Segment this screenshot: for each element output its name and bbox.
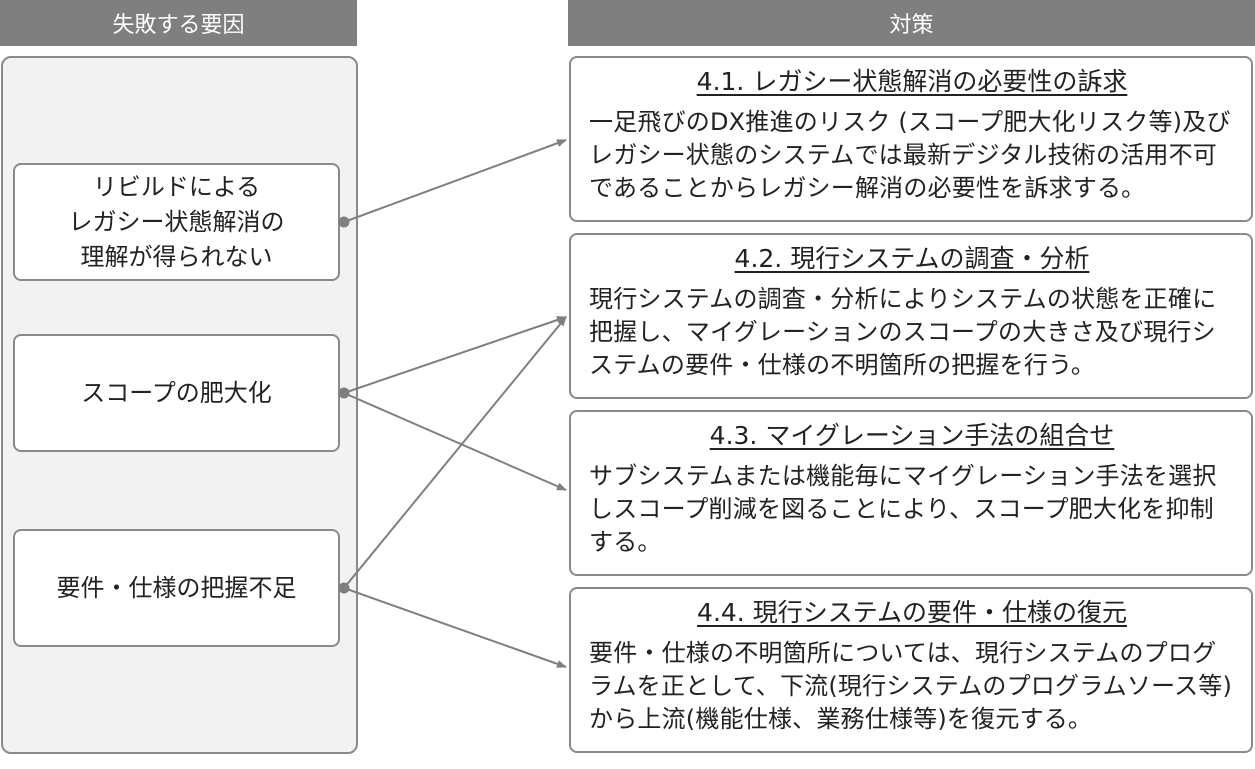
cause-label: リビルドによる レガシー状態解消の 理解が得られない <box>68 172 285 271</box>
causes-header: 失敗する要因 <box>0 0 357 46</box>
measure-title: 4.2. 現行システムの調査・分析 <box>734 244 1090 273</box>
cause-requirements-gap: 要件・仕様の把握不足 <box>13 529 340 647</box>
cause-label: スコープの肥大化 <box>81 378 272 407</box>
measure-text: 現行システムの調査・分析によりシステムの状態を正確に把握し、マイグレーションのス… <box>589 285 1217 379</box>
arrow-cause1-to-measure1 <box>343 139 567 223</box>
measures-header-label: 対策 <box>889 13 934 38</box>
measure-text: サブシステムまたは機能毎にマイグレーション手法を選択しスコープ削減を図ることによ… <box>589 462 1217 556</box>
measure-text: 要件・仕様の不明箇所については、現行システムのプログラムを正として、下流(現行シ… <box>589 639 1233 733</box>
measure-title: 4.3. マイグレーション手法の組合せ <box>709 421 1115 450</box>
measure-4-1: 4.1. レガシー状態解消の必要性の訴求 一足飛びのDX推進のリスク (スコープ… <box>569 56 1253 222</box>
arrow-cause3-to-measure2 <box>343 316 567 589</box>
arrow-cause3-to-measure4 <box>343 587 567 668</box>
measure-4-3: 4.3. マイグレーション手法の組合せ サブシステムまたは機能毎にマイグレーショ… <box>569 410 1253 576</box>
measure-title: 4.1. レガシー状態解消の必要性の訴求 <box>696 67 1128 96</box>
cause-rebuild-understanding: リビルドによる レガシー状態解消の 理解が得られない <box>13 163 340 281</box>
measure-4-4: 4.4. 現行システムの要件・仕様の復元 要件・仕様の不明箇所については、現行シ… <box>569 587 1253 753</box>
measure-title: 4.4. 現行システムの要件・仕様の復元 <box>697 598 1127 627</box>
measures-header: 対策 <box>568 0 1255 46</box>
cause-label: 要件・仕様の把握不足 <box>56 573 297 602</box>
causes-header-label: 失敗する要因 <box>112 13 245 38</box>
arrow-cause2-to-measure3 <box>343 392 567 491</box>
cause-scope-bloat: スコープの肥大化 <box>13 334 340 452</box>
arrow-cause2-to-measure2 <box>343 316 567 394</box>
measure-4-2: 4.2. 現行システムの調査・分析 現行システムの調査・分析によりシステムの状態… <box>569 233 1253 399</box>
measure-text: 一足飛びのDX推進のリスク (スコープ肥大化リスク等)及びレガシー状態のシステム… <box>589 108 1231 202</box>
